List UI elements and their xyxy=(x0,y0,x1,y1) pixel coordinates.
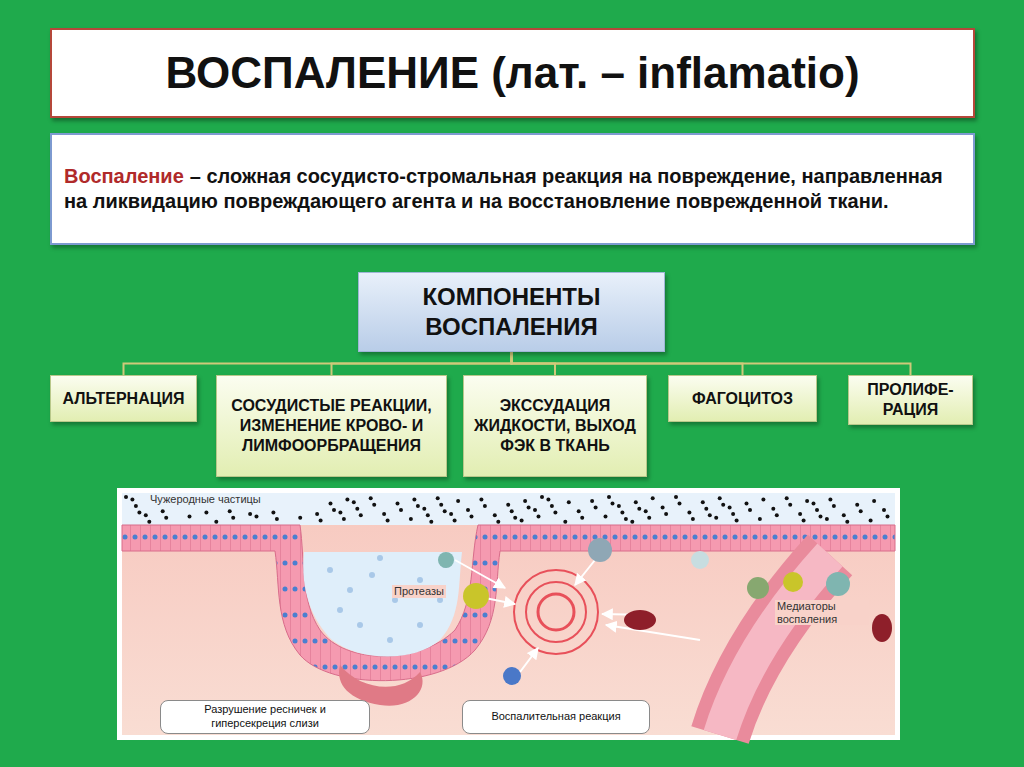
illustration-label: Чужеродные частицы xyxy=(148,493,263,506)
caption-text: Разрушение ресничек и гиперсекреция слиз… xyxy=(167,703,363,731)
illustration-label: Медиаторы воспаления xyxy=(775,600,869,625)
connector xyxy=(124,352,512,375)
caption-text: Воспалительная реакция xyxy=(469,710,643,724)
component-box: ФАГОЦИТОЗ xyxy=(668,375,817,422)
box-label: ФАГОЦИТОЗ xyxy=(675,389,810,409)
box-label: ЭКССУДАЦИЯ ЖИДКОСТИ, ВЫХОД ФЭК В ТКАНЬ xyxy=(470,396,640,456)
caption-box: Разрушение ресничек и гиперсекреция слиз… xyxy=(160,700,370,734)
box-label: АЛЬТЕРНАЦИЯ xyxy=(57,389,190,409)
component-box: ПРОЛИФЕ- РАЦИЯ xyxy=(848,375,973,425)
connector xyxy=(332,352,512,375)
component-box: СОСУДИСТЫЕ РЕАКЦИИ, ИЗМЕНЕНИЕ КРОВО- И Л… xyxy=(216,375,447,477)
definition-box: Воспаление– сложная сосудисто-стромальна… xyxy=(50,133,975,245)
caption-box: Воспалительная реакция xyxy=(462,700,650,734)
box-label: СОСУДИСТЫЕ РЕАКЦИИ, ИЗМЕНЕНИЕ КРОВО- И Л… xyxy=(223,396,440,456)
term: Воспаление xyxy=(64,165,184,187)
illustration-label: Протеазы xyxy=(392,585,446,598)
box-label: ПРОЛИФЕ- РАЦИЯ xyxy=(855,380,966,420)
component-box: ЭКССУДАЦИЯ ЖИДКОСТИ, ВЫХОД ФЭК В ТКАНЬ xyxy=(463,375,647,477)
title: ВОСПАЛЕНИЕ (лат. – inflamatio) xyxy=(165,48,859,98)
box-label: КОМПОНЕНТЫ ВОСПАЛЕНИЯ xyxy=(369,282,654,342)
title-box: ВОСПАЛЕНИЕ (лат. – inflamatio) xyxy=(50,28,975,118)
components-header: КОМПОНЕНТЫ ВОСПАЛЕНИЯ xyxy=(358,272,665,352)
definition-text: – сложная сосудисто-стромальная реакция … xyxy=(64,165,943,212)
connector xyxy=(512,352,911,375)
component-box: АЛЬТЕРНАЦИЯ xyxy=(50,375,197,422)
